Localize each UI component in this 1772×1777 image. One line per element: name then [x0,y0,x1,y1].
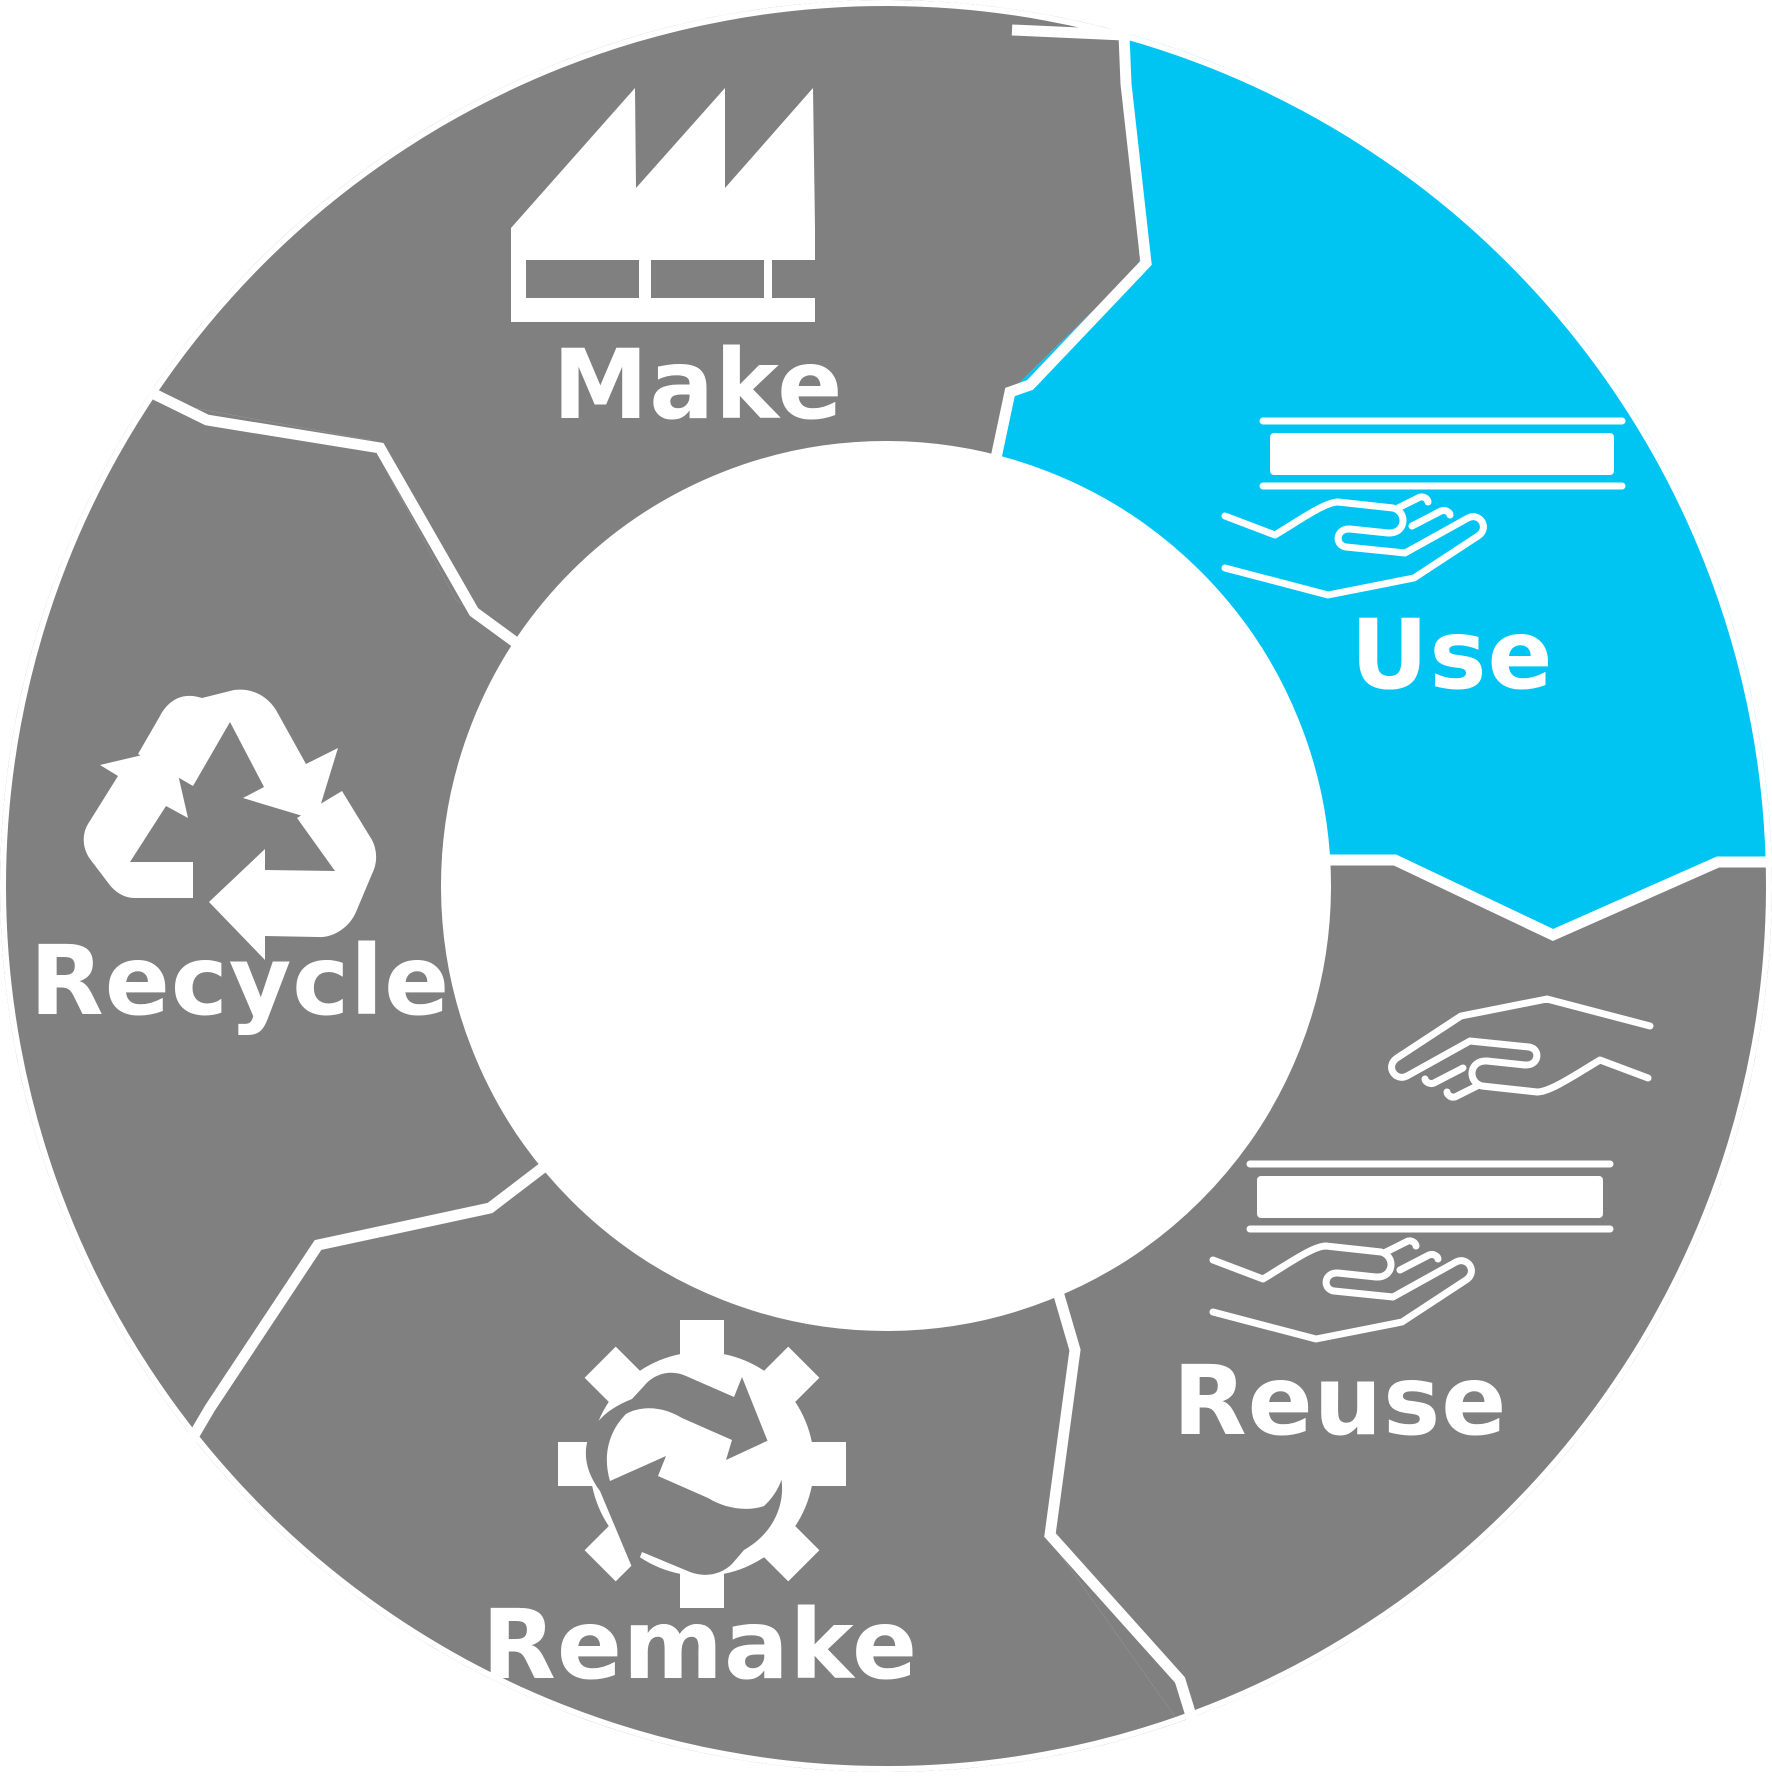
segment-label-use: Use [1350,599,1553,711]
divider-remake-recycle [185,1161,549,1445]
gear-wrench-icon [558,1320,846,1608]
segment-label-recycle: Recycle [30,925,450,1037]
factory-icon [511,88,885,322]
divider-use-reuse [1326,854,1772,942]
recycle-arrows-icon [83,689,377,960]
ring-center-hole [446,446,1326,1326]
segment-recycle [0,380,545,1540]
segment-label-make: Make [553,329,844,441]
hand-passing-item-icon [1209,995,1654,1343]
divider-reuse-remake [1044,1283,1203,1737]
hand-receiving-item-icon [1221,417,1626,599]
segment-label-remake: Remake [482,1589,918,1701]
segment-label-reuse: Reuse [1173,1345,1508,1457]
segment-dividers [147,24,1772,1737]
divider-recycle-make [147,387,530,655]
